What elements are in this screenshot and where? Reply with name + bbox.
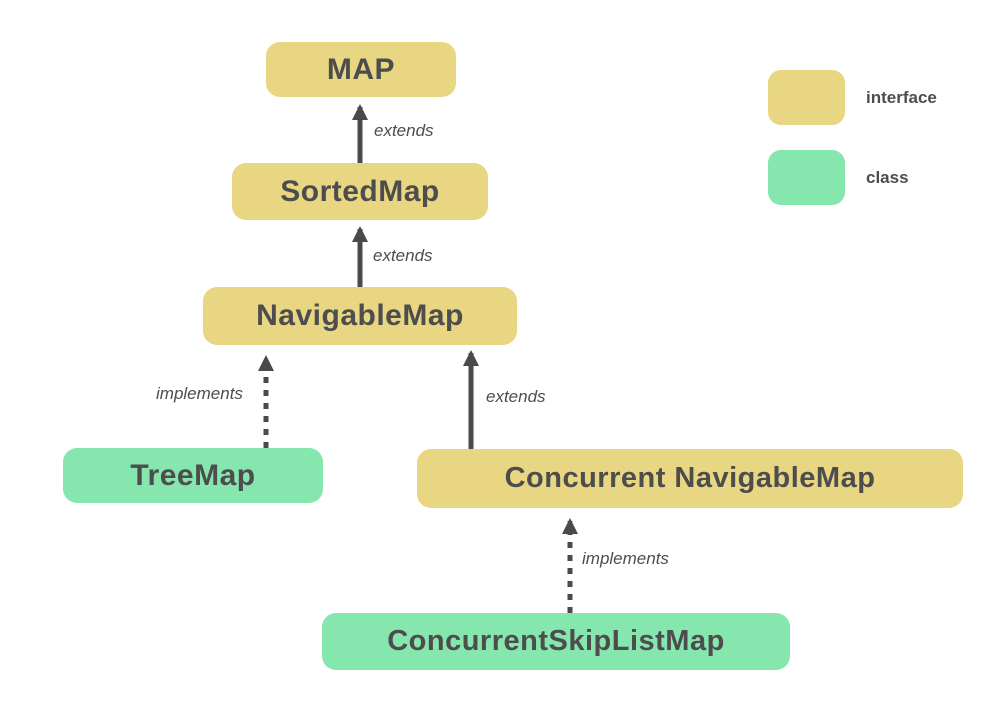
edge-label-extends-sortedmap-map: extends xyxy=(374,121,434,140)
node-concurrentnavigablemap: Concurrent NavigableMap xyxy=(417,449,963,508)
edge-label-extends-navigablemap-sortedmap: extends xyxy=(373,246,433,265)
node-sortedmap: SortedMap xyxy=(232,163,488,220)
legend-swatch-interface xyxy=(768,70,845,125)
edge-label-extends-concnavmap-navigablemap: extends xyxy=(486,387,546,406)
edge-label-implements-concskiplistmap-concnavmap: implements xyxy=(582,549,669,568)
edge-label-implements-treemap-navigablemap: implements xyxy=(156,384,243,403)
legend-label-class: class xyxy=(866,168,909,187)
node-treemap: TreeMap xyxy=(63,448,323,503)
legend-label-interface: interface xyxy=(866,88,937,107)
node-concurrentskiplistmap: ConcurrentSkipListMap xyxy=(322,613,790,670)
node-navigablemap: NavigableMap xyxy=(203,287,517,345)
node-map: MAP xyxy=(266,42,456,97)
legend-swatch-class xyxy=(768,150,845,205)
